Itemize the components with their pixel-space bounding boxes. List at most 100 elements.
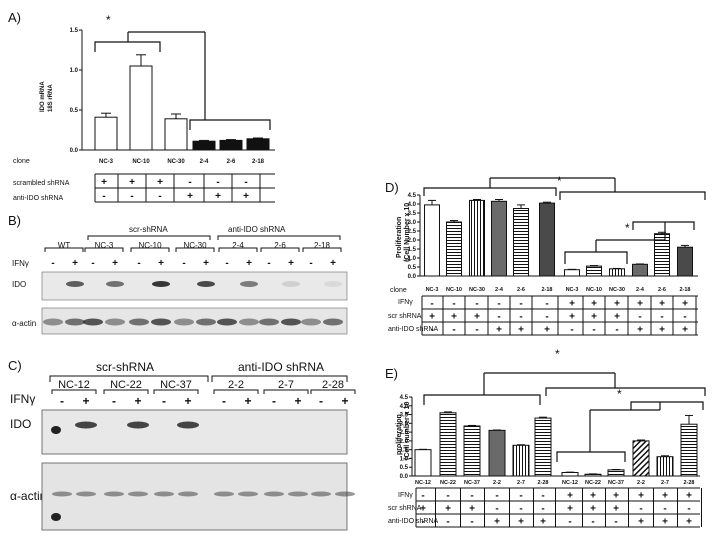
c-ifn-sign: - bbox=[319, 394, 323, 408]
e-table-sign: + bbox=[638, 490, 644, 501]
c-lane-bracket bbox=[103, 389, 149, 394]
d-table-sign: + bbox=[518, 324, 524, 335]
e-y-tick-label: 1.0 bbox=[400, 456, 409, 462]
d-bar bbox=[491, 200, 507, 277]
e-table-sign: - bbox=[591, 516, 594, 527]
e-table-sign: + bbox=[686, 516, 692, 527]
e-table-sign: - bbox=[568, 516, 571, 527]
d-table-sign: + bbox=[659, 298, 665, 309]
e-table-sign: - bbox=[639, 503, 642, 514]
c-ido-band bbox=[127, 421, 149, 429]
d-table-sign: + bbox=[474, 311, 480, 322]
b-blot2-label: α-actin bbox=[12, 319, 36, 328]
e-bracket-c bbox=[556, 451, 626, 462]
d-category-label: NC-30 bbox=[609, 287, 625, 293]
d-table-sign: - bbox=[430, 324, 433, 335]
e-table-sign: + bbox=[662, 490, 668, 501]
e-category-label: NC-37 bbox=[464, 480, 480, 486]
b-ifn-sign: + bbox=[203, 258, 209, 269]
e-bar bbox=[561, 471, 579, 477]
a-bar bbox=[246, 138, 270, 151]
b-actin-band bbox=[281, 318, 301, 326]
d-table-sign: - bbox=[430, 298, 433, 309]
d-star1: * bbox=[557, 174, 562, 188]
b-lane-bracket bbox=[260, 247, 300, 252]
d-table-sign: - bbox=[660, 311, 663, 322]
e-bar bbox=[414, 449, 432, 477]
e-bar bbox=[488, 429, 506, 477]
c-lane-bracket bbox=[310, 389, 356, 394]
e-table-sign: + bbox=[494, 516, 500, 527]
b-ido-band bbox=[106, 281, 124, 287]
e-table-sign: - bbox=[541, 490, 544, 501]
e-table-sign: + bbox=[686, 490, 692, 501]
a-y-tick-label: 1.5 bbox=[70, 28, 79, 34]
e-category-label: NC-12 bbox=[562, 480, 578, 486]
e-bar bbox=[534, 417, 552, 477]
c-ifn-label: IFNγ bbox=[10, 392, 35, 406]
e-y-tick-label: 2.0 bbox=[400, 439, 409, 445]
panel-d-label: D) bbox=[385, 180, 399, 195]
b-ifn-sign: - bbox=[267, 258, 270, 269]
e-table-sign: + bbox=[445, 503, 451, 514]
b-lane-label: NC-3 bbox=[95, 241, 114, 250]
b-group-anti: anti-IDO shRNA bbox=[228, 225, 286, 234]
e-y-tick-label: 4.0 bbox=[400, 404, 409, 410]
d-table-sign: + bbox=[614, 298, 620, 309]
a-y-tick-label: 0.0 bbox=[70, 148, 79, 154]
b-ifn-label: IFNγ bbox=[12, 259, 29, 268]
c-marker-spot bbox=[51, 513, 61, 521]
e-category-label: 2-28 bbox=[683, 480, 694, 486]
b-lane-bracket bbox=[84, 247, 124, 252]
e-bar bbox=[607, 469, 625, 477]
b-actin-band bbox=[239, 318, 259, 326]
d-star2: * bbox=[625, 221, 630, 235]
e-y-tick-label: 2.5 bbox=[400, 430, 409, 436]
b-actin-band bbox=[43, 318, 63, 326]
e-table-sign: - bbox=[687, 503, 690, 514]
d-table-sign: - bbox=[519, 311, 522, 322]
e-table-sign: + bbox=[469, 503, 475, 514]
b-ifn-sign: + bbox=[112, 258, 118, 269]
a-category-label: NC-30 bbox=[167, 159, 185, 165]
c-actin-band bbox=[128, 491, 148, 497]
a-table-sign: + bbox=[187, 191, 193, 202]
b-ifn-sign: - bbox=[91, 258, 94, 269]
b-actin-band bbox=[151, 318, 171, 326]
d-bracket-c bbox=[564, 251, 628, 264]
c-ifn-sign: - bbox=[60, 394, 64, 408]
panel-a-label: A) bbox=[8, 10, 21, 25]
e-table-sign: + bbox=[540, 516, 546, 527]
d-table-sign: + bbox=[637, 324, 643, 335]
d-table-sign: - bbox=[545, 311, 548, 322]
d-table-sign: - bbox=[615, 324, 618, 335]
d-bar bbox=[586, 265, 602, 277]
d-ifn-label: IFNγ bbox=[398, 299, 413, 306]
d-bar bbox=[632, 263, 648, 277]
e-table-sign: - bbox=[470, 490, 473, 501]
b-ifn-sign: + bbox=[246, 258, 252, 269]
d-table-sign: - bbox=[570, 324, 573, 335]
c-group-anti: anti-IDO shRNA bbox=[238, 360, 324, 374]
c-group-scr: scr-shRNA bbox=[96, 360, 154, 374]
e-category-label: NC-22 bbox=[440, 480, 456, 486]
a-table-sign: + bbox=[157, 177, 163, 188]
d-bar bbox=[677, 246, 693, 277]
b-actin-band bbox=[65, 318, 85, 326]
c-lane-label: 2-7 bbox=[278, 379, 294, 391]
e-table-sign: + bbox=[613, 490, 619, 501]
e-bar bbox=[680, 423, 698, 477]
b-lane-bracket bbox=[302, 247, 342, 252]
d-table-sign: + bbox=[591, 311, 597, 322]
c-actin-band bbox=[335, 491, 355, 497]
d-y-tick-label: 3.0 bbox=[408, 220, 417, 226]
a-table-sign: - bbox=[130, 191, 133, 202]
c-actin-band bbox=[264, 491, 284, 497]
b-ido-band bbox=[324, 281, 342, 287]
a-bar bbox=[219, 139, 243, 151]
b-ido-band bbox=[197, 281, 215, 287]
d-table-sign: - bbox=[519, 298, 522, 309]
a-y-tick-label: 1.0 bbox=[70, 68, 79, 74]
d-table-sign: - bbox=[452, 298, 455, 309]
